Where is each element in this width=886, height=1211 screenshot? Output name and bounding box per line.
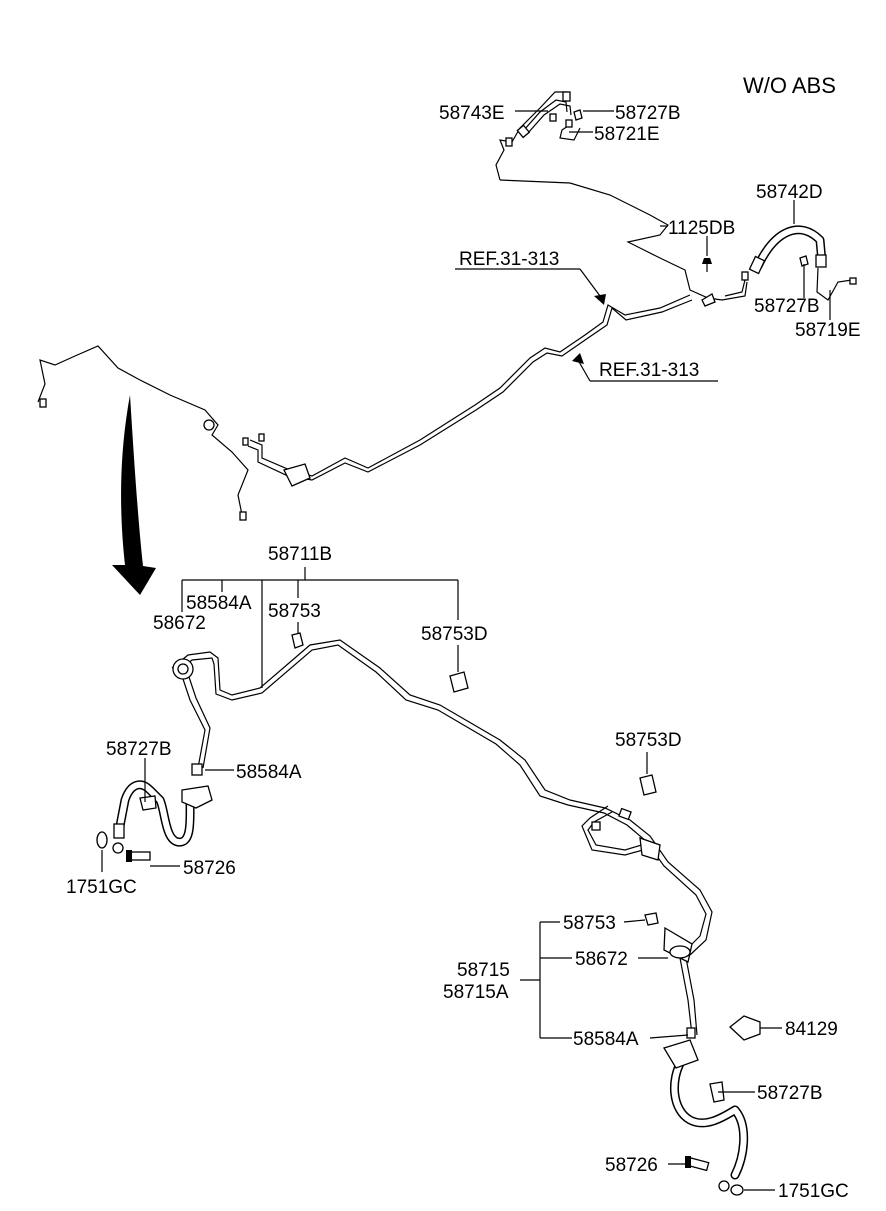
label-58721E: 58721E — [594, 124, 660, 145]
label-58672-right: 58672 — [575, 949, 628, 970]
pipe-end-fitting-icon — [618, 807, 632, 821]
clip-icon — [644, 912, 659, 926]
hose-fitting-icon — [748, 255, 766, 275]
label-58726-bottom: 58726 — [605, 1155, 658, 1176]
clip-icon — [449, 671, 469, 693]
label-58584A-right: 58584A — [573, 1029, 639, 1050]
upper-leader-lines — [455, 110, 831, 382]
label-ref-31-313-a: REF.31-313 — [459, 249, 559, 270]
label-1751GC-bottom: 1751GC — [778, 1181, 849, 1202]
label-58753D-mid: 58753D — [421, 624, 488, 645]
clip-icon — [709, 1081, 725, 1103]
diagram-title: W/O ABS — [743, 73, 836, 98]
label-58727B-bottom: 58727B — [757, 1083, 823, 1104]
bracket-icon — [639, 837, 661, 861]
hose-fitting-icon — [562, 91, 571, 102]
label-58753-right: 58753 — [563, 913, 616, 934]
pipe-end-fitting-icon — [849, 277, 857, 285]
label-58715: 58715 — [457, 960, 510, 981]
label-58742D: 58742D — [756, 182, 823, 203]
pipe-end-fitting-icon — [686, 1027, 696, 1039]
label-58727B-right: 58727B — [754, 296, 820, 317]
part-labels: 58743E 58727B 58721E 58742D 1125DB REF.3… — [66, 103, 861, 1202]
label-58726-left: 58726 — [183, 858, 236, 879]
washer-icon — [96, 831, 108, 849]
banjo-fitting-icon — [718, 1180, 730, 1192]
lower-leader-lines — [101, 567, 782, 1191]
label-58727B-top: 58727B — [615, 103, 681, 124]
hose-fitting-icon — [113, 823, 125, 839]
label-58753D-right: 58753D — [615, 730, 682, 751]
label-58672-left: 58672 — [153, 613, 206, 634]
clip-icon — [291, 632, 304, 649]
clip-icon — [203, 419, 215, 431]
label-1751GC-left: 1751GC — [66, 877, 137, 898]
label-58715A: 58715A — [443, 982, 509, 1003]
label-1125DB: 1125DB — [668, 218, 735, 239]
label-58727B-left: 58727B — [106, 739, 172, 760]
bracket-icon — [283, 463, 311, 487]
clip-icon — [799, 255, 809, 267]
brake-hose-icon — [663, 1039, 699, 1069]
pipe-end-fitting-icon — [191, 763, 203, 776]
hose-fitting-icon — [516, 124, 531, 139]
clip-icon — [573, 109, 583, 121]
label-ref-31-313-b: REF.31-313 — [599, 360, 699, 381]
pipe-end-fitting-icon — [39, 398, 47, 408]
pipe-end-fitting-icon — [505, 137, 513, 147]
label-58719E: 58719E — [795, 320, 861, 341]
curved-arrow-icon — [112, 395, 156, 595]
pipe-end-fitting-icon — [549, 113, 557, 122]
label-58584A-top: 58584A — [186, 593, 252, 614]
label-58584A-left: 58584A — [236, 762, 302, 783]
clip-icon — [639, 774, 657, 796]
upper-brake-line-assembly — [37, 91, 857, 521]
label-58753-top: 58753 — [268, 601, 321, 622]
label-58711B: 58711B — [268, 544, 332, 565]
washer-icon — [730, 1184, 744, 1196]
banjo-fitting-icon — [112, 842, 124, 854]
clip-icon — [139, 795, 157, 811]
pipe-end-fitting-icon — [258, 433, 265, 442]
brake-hose-icon — [181, 785, 213, 809]
pipe-end-fitting-icon — [591, 821, 601, 831]
label-84129: 84129 — [785, 1019, 838, 1040]
pipe-end-fitting-icon — [565, 119, 573, 128]
grommet-icon — [669, 945, 691, 959]
lower-brake-line-assembly — [96, 632, 761, 1196]
bracket-icon — [701, 293, 716, 307]
hose-fitting-icon — [815, 254, 827, 268]
pipe-end-fitting-icon — [239, 511, 247, 521]
bolt-icon — [702, 258, 712, 264]
plug-icon — [729, 1015, 761, 1041]
pipe-end-fitting-icon — [242, 437, 249, 446]
label-58743E: 58743E — [439, 103, 505, 124]
pipe-end-fitting-icon — [741, 271, 749, 281]
